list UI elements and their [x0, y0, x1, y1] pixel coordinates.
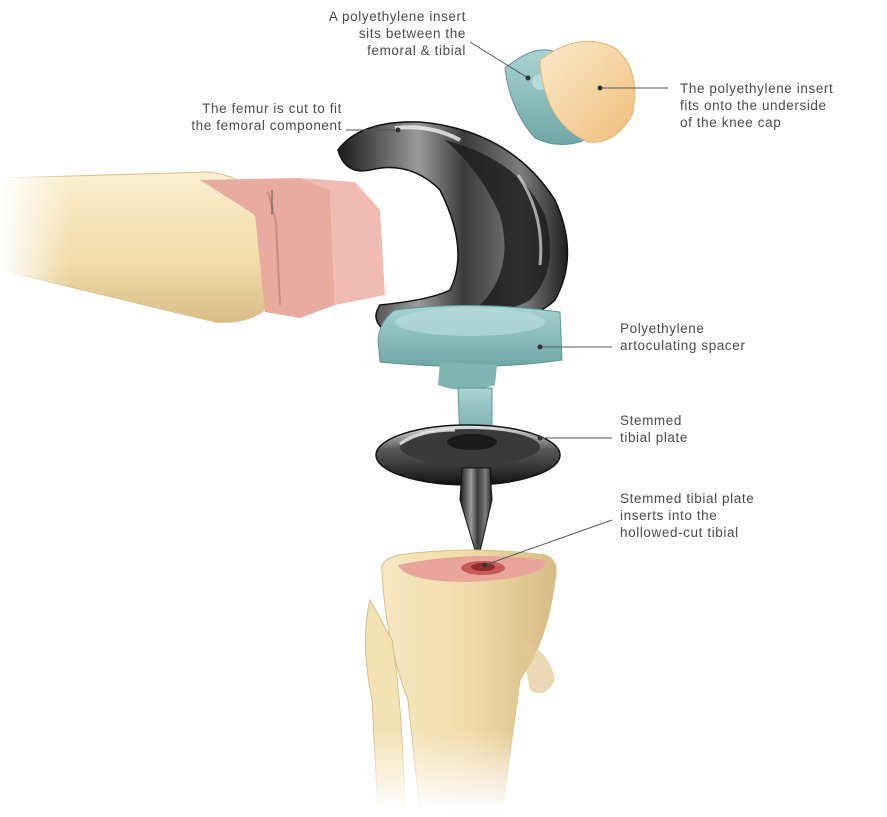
label-femur-cut: The femur is cut to fit the femoral comp… [120, 100, 342, 134]
tibial-plate [376, 425, 560, 560]
kneecap [505, 41, 635, 144]
tibia [350, 550, 580, 812]
label-spacer: Polyethylene artoculating spacer [620, 320, 810, 354]
label-plate-inserts: Stemmed tibial plate inserts into the ho… [620, 490, 820, 541]
femur [0, 160, 385, 322]
polyethylene-spacer [378, 305, 562, 443]
label-tibial-plate: Stemmed tibial plate [620, 412, 770, 446]
label-kneecap-insert: The polyethylene insert fits onto the un… [680, 80, 880, 131]
label-insert-between: A polyethylene insert sits between the f… [256, 8, 466, 59]
